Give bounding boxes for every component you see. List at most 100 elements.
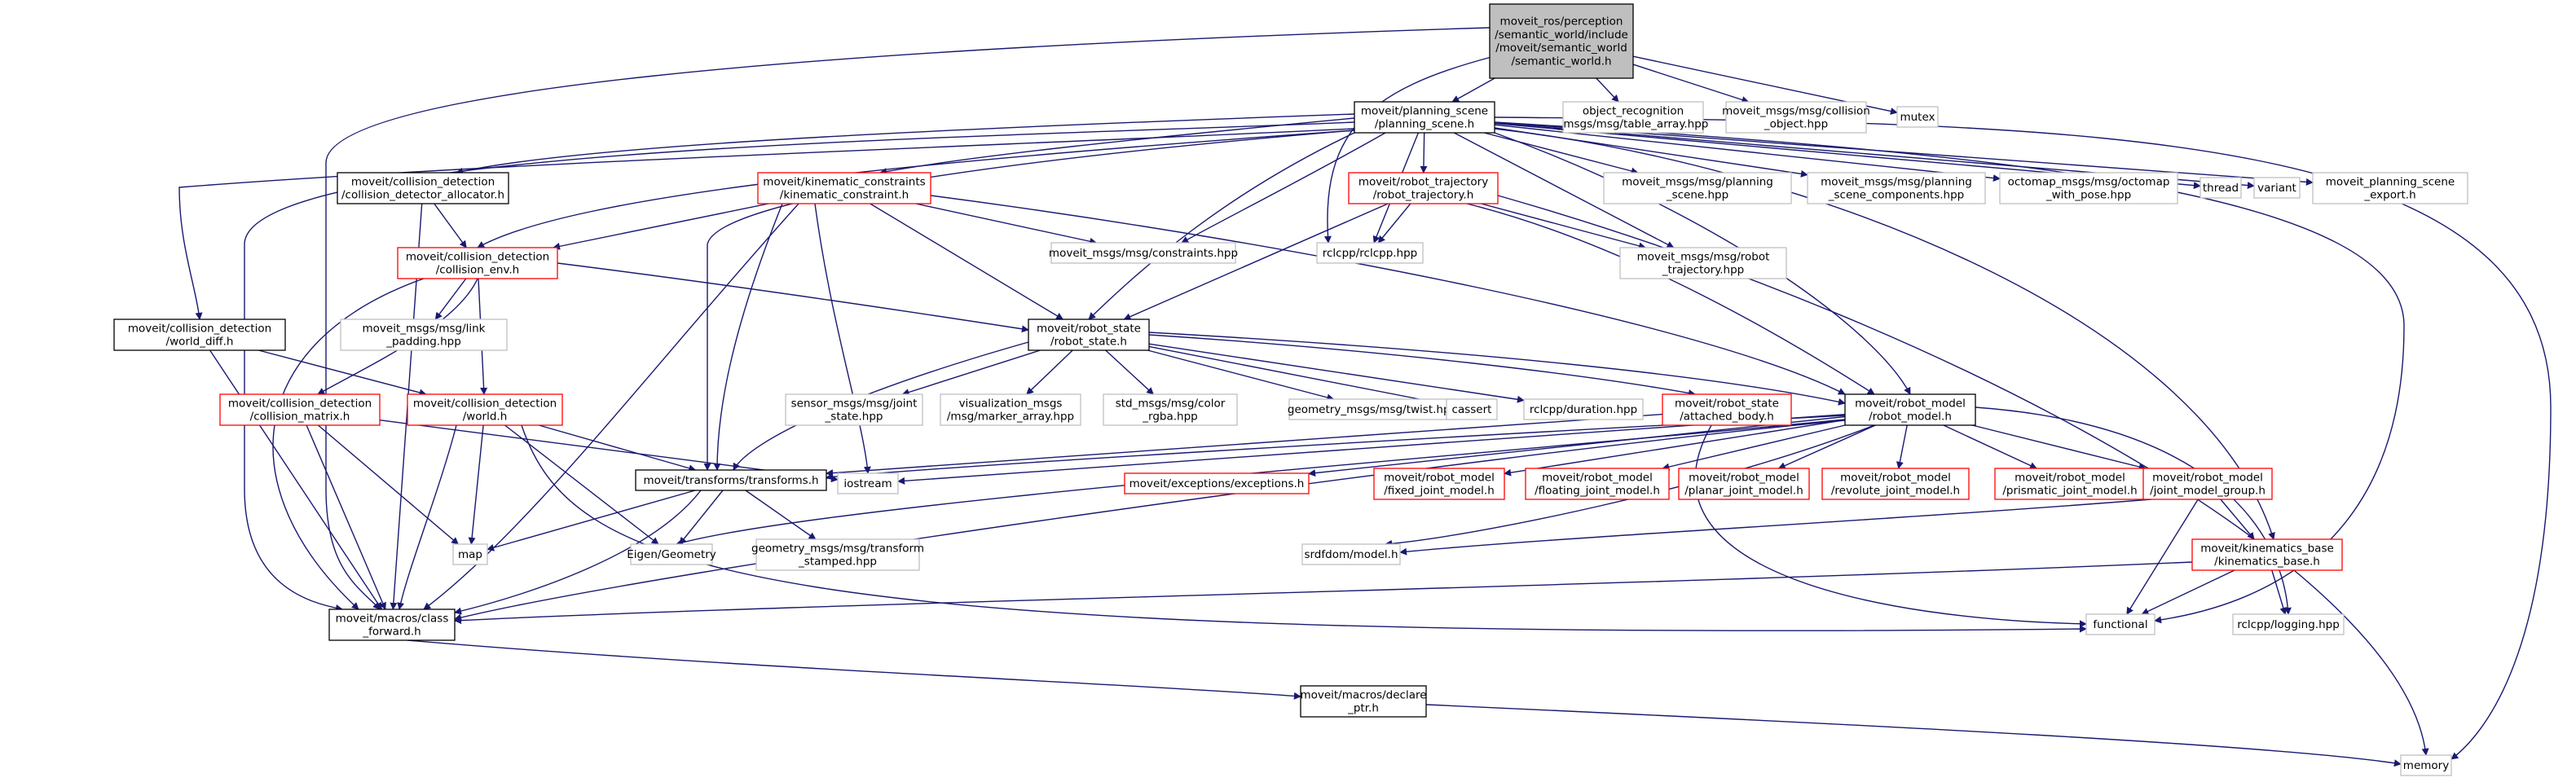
node-thread: thread	[2200, 177, 2242, 199]
edge-rt-to-rclcpp	[1377, 203, 1411, 244]
node-kb[interactable]: moveit/kinematics_base/kinematics_base.h	[2191, 538, 2343, 571]
node-label-rjm-line-1: /revolute_joint_model.h	[1831, 485, 1960, 498]
node-label-mrt-line-0: moveit_msgs/msg/robot	[1637, 250, 1770, 263]
node-label-vis-line-0: visualization_msgs	[959, 397, 1063, 410]
node-label-pjm-line-1: /planar_joint_model.h	[1684, 485, 1803, 498]
node-cf[interactable]: moveit/macros/class_forward.h	[328, 608, 456, 641]
node-box-pjm	[1678, 468, 1810, 500]
node-ab[interactable]: moveit/robot_state/attached_body.h	[1662, 393, 1792, 426]
node-box-dur	[1523, 398, 1644, 420]
node-wdiff[interactable]: moveit/collision_detection/world_diff.h	[113, 319, 286, 351]
node-pjm[interactable]: moveit/robot_model/planar_joint_model.h	[1678, 468, 1810, 500]
node-label-cf-line-0: moveit/macros/class	[336, 612, 449, 625]
node-label-cenv-line-0: moveit/collision_detection	[406, 250, 549, 263]
node-box-jmg	[2142, 468, 2273, 500]
node-label-mpsc-line-1: _scene_components.hpp	[1828, 189, 1965, 202]
edge-world-to-cf	[397, 424, 457, 610]
node-label-jmg-line-1: /joint_model_group.h	[2150, 485, 2266, 498]
node-jmg[interactable]: moveit/robot_model/joint_model_group.h	[2142, 468, 2273, 500]
node-mps: moveit_msgs/msg/planning_scene.hpp	[1603, 172, 1792, 204]
node-box-tarr	[1562, 101, 1704, 134]
edge-kc-to-mcons	[915, 203, 1098, 245]
edge-kb-to-cf	[454, 561, 2193, 625]
node-mcons: moveit_msgs/msg/constraints.hpp	[1049, 242, 1238, 264]
edge-world-to-eigen	[504, 424, 659, 545]
node-box-mcons	[1050, 242, 1236, 264]
node-memory: memory	[2400, 754, 2452, 776]
node-functional: functional	[2085, 613, 2155, 635]
node-ps[interactable]: moveit/planning_scene/planning_scene.h	[1354, 101, 1495, 134]
node-box-gts	[755, 538, 920, 571]
node-label-flm-line-0: moveit/robot_model	[1542, 471, 1653, 484]
node-cenv[interactable]: moveit/collision_detection/collision_env…	[397, 247, 558, 279]
node-fjm[interactable]: moveit/robot_model/fixed_joint_model.h	[1373, 468, 1505, 500]
node-label-tf-line-0: moveit/transforms/transforms.h	[643, 474, 818, 487]
node-box-tf	[635, 469, 827, 491]
node-tf[interactable]: moveit/transforms/transforms.h	[635, 469, 827, 491]
node-flm[interactable]: moveit/robot_model/floating_joint_model.…	[1525, 468, 1670, 500]
node-box-vis	[940, 393, 1081, 426]
node-box-variant	[2253, 177, 2301, 199]
node-twist: geometry_msgs/msg/twist.hpp	[1288, 398, 1457, 420]
node-label-variant-line-0: variant	[2257, 182, 2296, 195]
node-cmat[interactable]: moveit/collision_detection/collision_mat…	[219, 393, 381, 426]
edge-tf-to-map	[487, 490, 696, 551]
node-world[interactable]: moveit/collision_detection/world.h	[407, 393, 563, 426]
node-rm[interactable]: moveit/robot_model/robot_model.h	[1844, 393, 1976, 426]
node-label-prjm-line-1: /prismatic_joint_model.h	[2002, 485, 2137, 498]
edge-ps-to-rs	[1088, 132, 1355, 320]
node-dur: rclcpp/duration.hpp	[1523, 398, 1644, 420]
edge-rt-to-mrt	[1481, 203, 1646, 250]
edge-rs-to-cassert	[1148, 345, 1447, 407]
node-label-link-line-0: moveit_msgs/msg/link	[362, 322, 485, 335]
edge-kc-to-cenv	[553, 203, 769, 250]
node-prjm[interactable]: moveit/robot_model/prismatic_joint_model…	[1994, 468, 2146, 500]
edge-jmg-to-functional	[2126, 499, 2199, 615]
node-rjm[interactable]: moveit/robot_model/revolute_joint_model.…	[1821, 468, 1970, 500]
node-exc[interactable]: moveit/exceptions/exceptions.h	[1124, 472, 1310, 494]
edge-rm-to-fjm	[1504, 419, 1846, 477]
node-label-root-line-0: moveit_ros/perception	[1500, 15, 1623, 29]
node-box-srdf	[1301, 543, 1401, 565]
edge-rm-to-cf	[454, 420, 1846, 622]
node-box-sjs	[785, 393, 923, 426]
node-iostream: iostream	[837, 472, 899, 494]
node-box-root	[1489, 3, 1634, 79]
edge-rs-to-twist	[1147, 349, 1335, 402]
node-box-cmat	[219, 393, 381, 426]
node-label-kc-line-1: /kinematic_constraint.h	[780, 189, 909, 202]
node-mutex: mutex	[1896, 106, 1939, 128]
edge-cmat-to-map	[317, 424, 459, 545]
node-box-rt	[1348, 172, 1499, 204]
node-eigen: Eigen/Geometry	[627, 543, 716, 565]
node-dp[interactable]: moveit/macros/declare_ptr.h	[1300, 685, 1427, 718]
node-label-wdiff-line-1: /world_diff.h	[166, 336, 234, 349]
node-rs[interactable]: moveit/robot_state/robot_state.h	[1028, 319, 1150, 351]
edge-cda-to-cenv	[434, 203, 467, 248]
edge-jmg-to-srdf	[1399, 499, 2152, 556]
node-rt[interactable]: moveit/robot_trajectory/robot_trajectory…	[1348, 172, 1499, 204]
node-root[interactable]: moveit_ros/perception/semantic_world/inc…	[1489, 3, 1634, 79]
node-label-tarr-line-1: _msgs/msg/table_array.hpp	[1557, 118, 1709, 131]
node-label-world-line-1: /world.h	[463, 411, 508, 424]
node-box-functional	[2085, 613, 2155, 635]
edge-rt-to-rs	[1123, 203, 1389, 320]
node-label-map-line-0: map	[458, 548, 482, 561]
node-label-mrt-line-1: _trajectory.hpp	[1662, 264, 1745, 277]
node-label-rt-line-0: moveit/robot_trajectory	[1358, 175, 1488, 188]
node-box-twist	[1288, 398, 1456, 420]
node-label-prjm-line-0: moveit/robot_model	[2015, 471, 2125, 484]
edge-kb-to-functional	[2141, 569, 2235, 615]
node-variant: variant	[2253, 177, 2301, 199]
edge-kc-to-tf	[713, 203, 783, 471]
node-label-twist-line-0: geometry_msgs/msg/twist.hpp	[1288, 403, 1457, 416]
node-cda[interactable]: moveit/collision_detection/collision_det…	[337, 172, 509, 204]
edge-rs-to-sjs	[901, 349, 1041, 396]
node-label-ab-line-1: /attached_body.h	[1680, 411, 1774, 424]
node-box-cda	[337, 172, 509, 204]
node-kc[interactable]: moveit/kinematic_constraints/kinematic_c…	[757, 172, 931, 204]
node-label-sjs-line-1: _state.hpp	[825, 411, 883, 424]
node-label-cenv-line-1: /collision_env.h	[436, 264, 519, 277]
node-box-psexp	[2312, 172, 2468, 204]
